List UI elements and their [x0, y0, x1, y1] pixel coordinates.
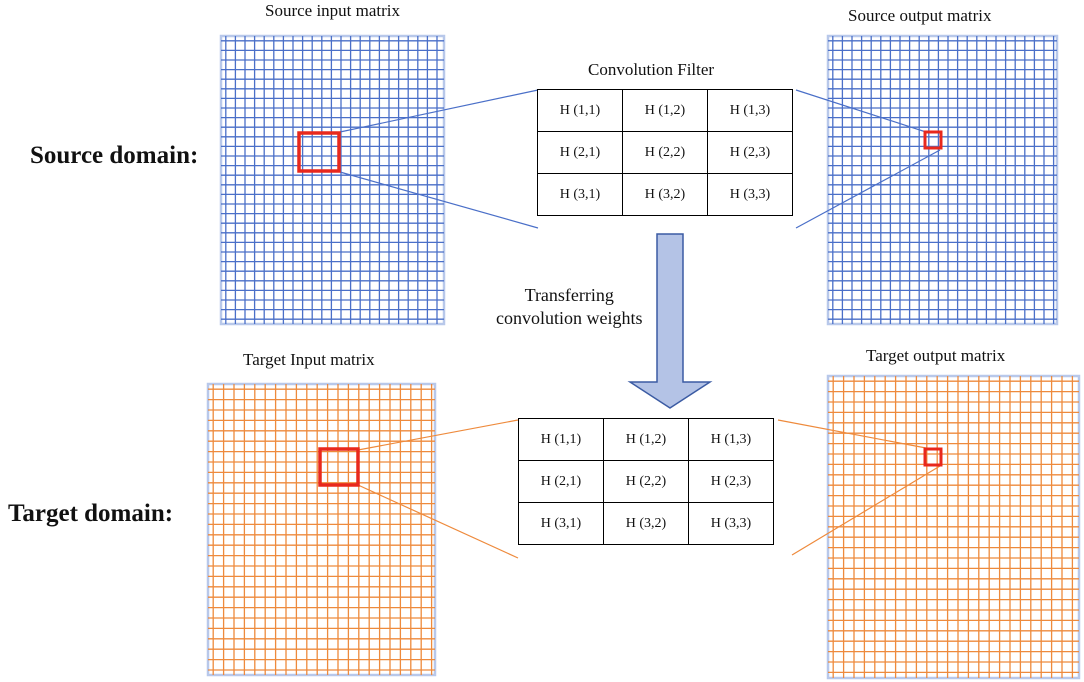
- filter-cell: H (3,3): [707, 173, 793, 216]
- matrix-grid-lines: [828, 36, 1057, 324]
- matrix-grid-lines: [828, 376, 1079, 678]
- source-domain-label: Source domain:: [30, 142, 199, 169]
- source-input-highlight: [297, 131, 341, 173]
- matrix-grid-lines: [208, 384, 435, 675]
- matrix-grid-lines: [221, 36, 444, 324]
- filter-row: H (1,1) H (1,2) H (1,3): [537, 89, 793, 132]
- target-output-matrix: [826, 374, 1081, 680]
- target-output-highlight: [923, 447, 943, 467]
- filter-cell: H (2,1): [537, 131, 623, 174]
- filter-cell: H (3,1): [518, 502, 604, 545]
- target-output-matrix-label: Target output matrix: [866, 346, 1006, 365]
- target-input-matrix: [206, 382, 437, 677]
- filter-cell: H (2,2): [603, 460, 689, 503]
- filter-cell: H (1,3): [707, 89, 793, 132]
- target-connector-top-left: [357, 419, 519, 451]
- filter-cell: H (3,2): [603, 502, 689, 545]
- matrix-background: [206, 382, 437, 677]
- convolution-filter-title: Convolution Filter: [588, 60, 715, 79]
- filter-cell: H (1,3): [688, 418, 774, 461]
- source-connector-bottom-left: [339, 171, 539, 229]
- source-output-matrix-label: Source output matrix: [848, 6, 992, 25]
- transfer-caption-line-1: Transferring: [524, 285, 614, 305]
- filter-cell: H (2,3): [688, 460, 774, 503]
- filter-cell: H (2,2): [622, 131, 708, 174]
- filter-cell: H (1,1): [518, 418, 604, 461]
- filter-cell: H (3,1): [537, 173, 623, 216]
- target-domain-label: Target domain:: [8, 500, 174, 527]
- filter-cell: H (1,2): [622, 89, 708, 132]
- matrix-background: [826, 34, 1059, 326]
- transfer-caption: Transferring convolution weights: [496, 284, 643, 330]
- source-input-matrix-label: Source input matrix: [265, 1, 401, 20]
- filter-cell: H (1,1): [537, 89, 623, 132]
- source-connector-top-left: [339, 89, 539, 133]
- filter-cell: H (2,3): [707, 131, 793, 174]
- filter-row: H (3,1) H (3,2) H (3,3): [537, 173, 793, 216]
- target-connector-bottom-right: [791, 465, 941, 556]
- matrix-background: [219, 34, 446, 326]
- transfer-arrow: [627, 233, 713, 409]
- source-connector-bottom-right: [795, 149, 941, 229]
- source-connector-top-right: [795, 89, 927, 133]
- target-convolution-filter: H (1,1) H (1,2) H (1,3) H (2,1) H (2,2) …: [518, 418, 774, 545]
- filter-cell: H (1,2): [603, 418, 689, 461]
- filter-row: H (2,1) H (2,2) H (2,3): [537, 131, 793, 174]
- filter-cell: H (3,2): [622, 173, 708, 216]
- target-connector-bottom-left: [357, 484, 519, 559]
- target-input-matrix-label: Target Input matrix: [243, 350, 375, 369]
- filter-row: H (1,1) H (1,2) H (1,3): [518, 418, 774, 461]
- filter-row: H (2,1) H (2,2) H (2,3): [518, 460, 774, 503]
- target-connector-top-right: [777, 419, 927, 449]
- filter-row: H (3,1) H (3,2) H (3,3): [518, 502, 774, 545]
- source-output-matrix: [826, 34, 1059, 326]
- transfer-caption-line-2: convolution weights: [496, 308, 643, 328]
- source-input-matrix: [219, 34, 446, 326]
- filter-cell: H (3,3): [688, 502, 774, 545]
- target-input-highlight: [318, 447, 360, 487]
- source-convolution-filter: H (1,1) H (1,2) H (1,3) H (2,1) H (2,2) …: [537, 89, 793, 216]
- filter-cell: H (2,1): [518, 460, 604, 503]
- source-output-highlight: [923, 130, 943, 150]
